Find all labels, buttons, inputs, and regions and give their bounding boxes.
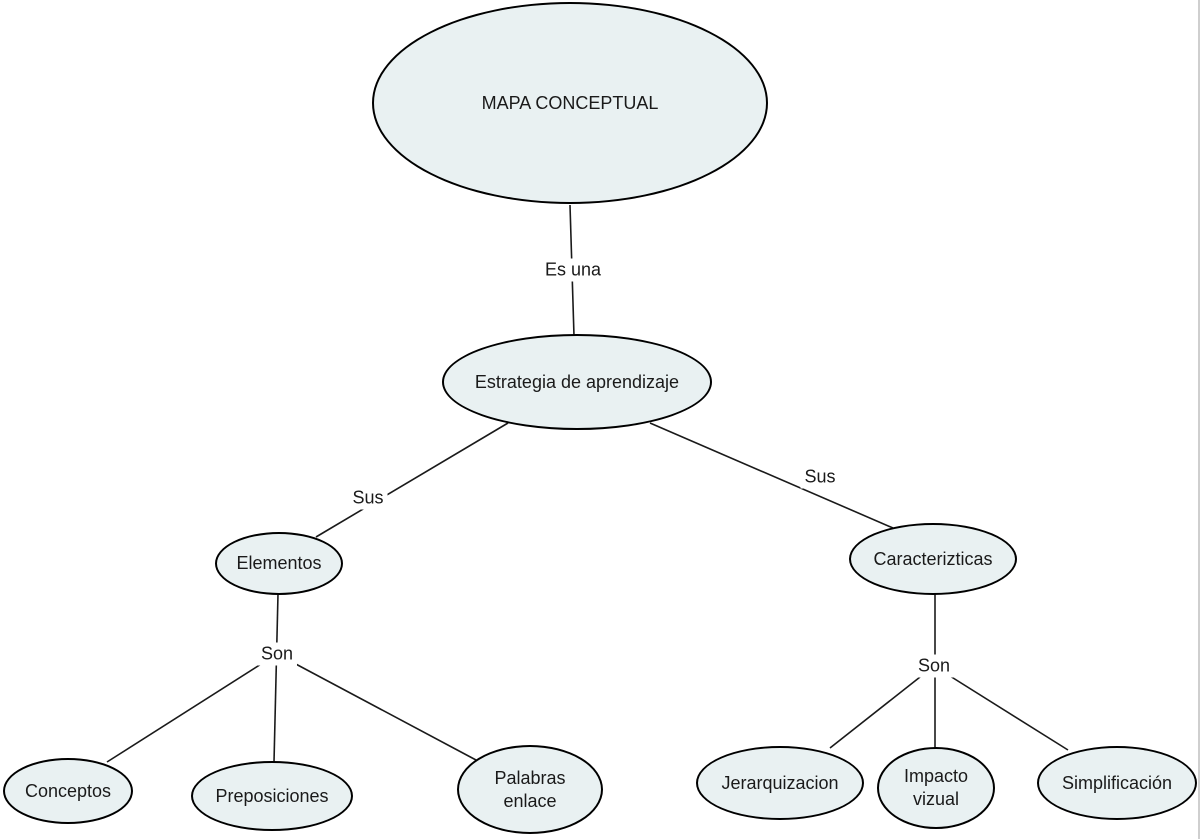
- edge-estrategia-caracterizticas: [649, 422, 894, 529]
- edge-elementos-preposiciones: [273, 593, 279, 763]
- node-label-line2: vizual: [912, 789, 960, 809]
- node-caracterizticas: Caracterizticas: [849, 523, 1017, 595]
- node-label: Caracterizticas: [873, 548, 993, 569]
- node-palabras-enlace: Palabras enlace: [457, 745, 603, 834]
- node-label-line1: Palabras: [494, 767, 566, 788]
- edge-label-sus-left: Sus: [348, 486, 388, 510]
- node-impacto-vizual: Impacto vizual: [877, 747, 995, 829]
- node-conceptos: Conceptos: [3, 758, 133, 824]
- node-label-line1: Impacto: [903, 766, 969, 786]
- edge-label-sus-right: Sus: [800, 465, 840, 489]
- node-jerarquizacion: Jerarquizacion: [696, 746, 864, 820]
- edge-son-palabras-enlace: [276, 653, 477, 761]
- edge-label-son-left: Son: [256, 642, 298, 666]
- edge-son-jerarquizacion: [829, 665, 935, 749]
- node-label: Preposiciones: [215, 785, 329, 806]
- node-elementos: Elementos: [215, 532, 343, 595]
- edge-label-son-right: Son: [913, 654, 955, 678]
- node-label-line2: enlace: [503, 790, 557, 811]
- node-label: Estrategia de aprendizaje: [474, 371, 680, 392]
- node-label: Conceptos: [24, 780, 112, 801]
- node-label: Jerarquizacion: [721, 772, 839, 793]
- edge-estrategia-elementos: [315, 422, 509, 538]
- node-simplificacion: Simplificación: [1037, 746, 1197, 820]
- node-label: Simplificación: [1061, 772, 1173, 793]
- node-estrategia-de-aprendizaje: Estrategia de aprendizaje: [442, 334, 712, 430]
- node-label: MAPA CONCEPTUAL: [481, 92, 659, 113]
- edge-son-simplificacion: [933, 665, 1069, 751]
- edge-son-conceptos: [106, 653, 278, 763]
- node-preposiciones: Preposiciones: [191, 761, 353, 831]
- node-mapa-conceptual: MAPA CONCEPTUAL: [372, 2, 768, 204]
- node-label: Elementos: [236, 553, 322, 573]
- edge-label-es-una: Es una: [540, 258, 606, 282]
